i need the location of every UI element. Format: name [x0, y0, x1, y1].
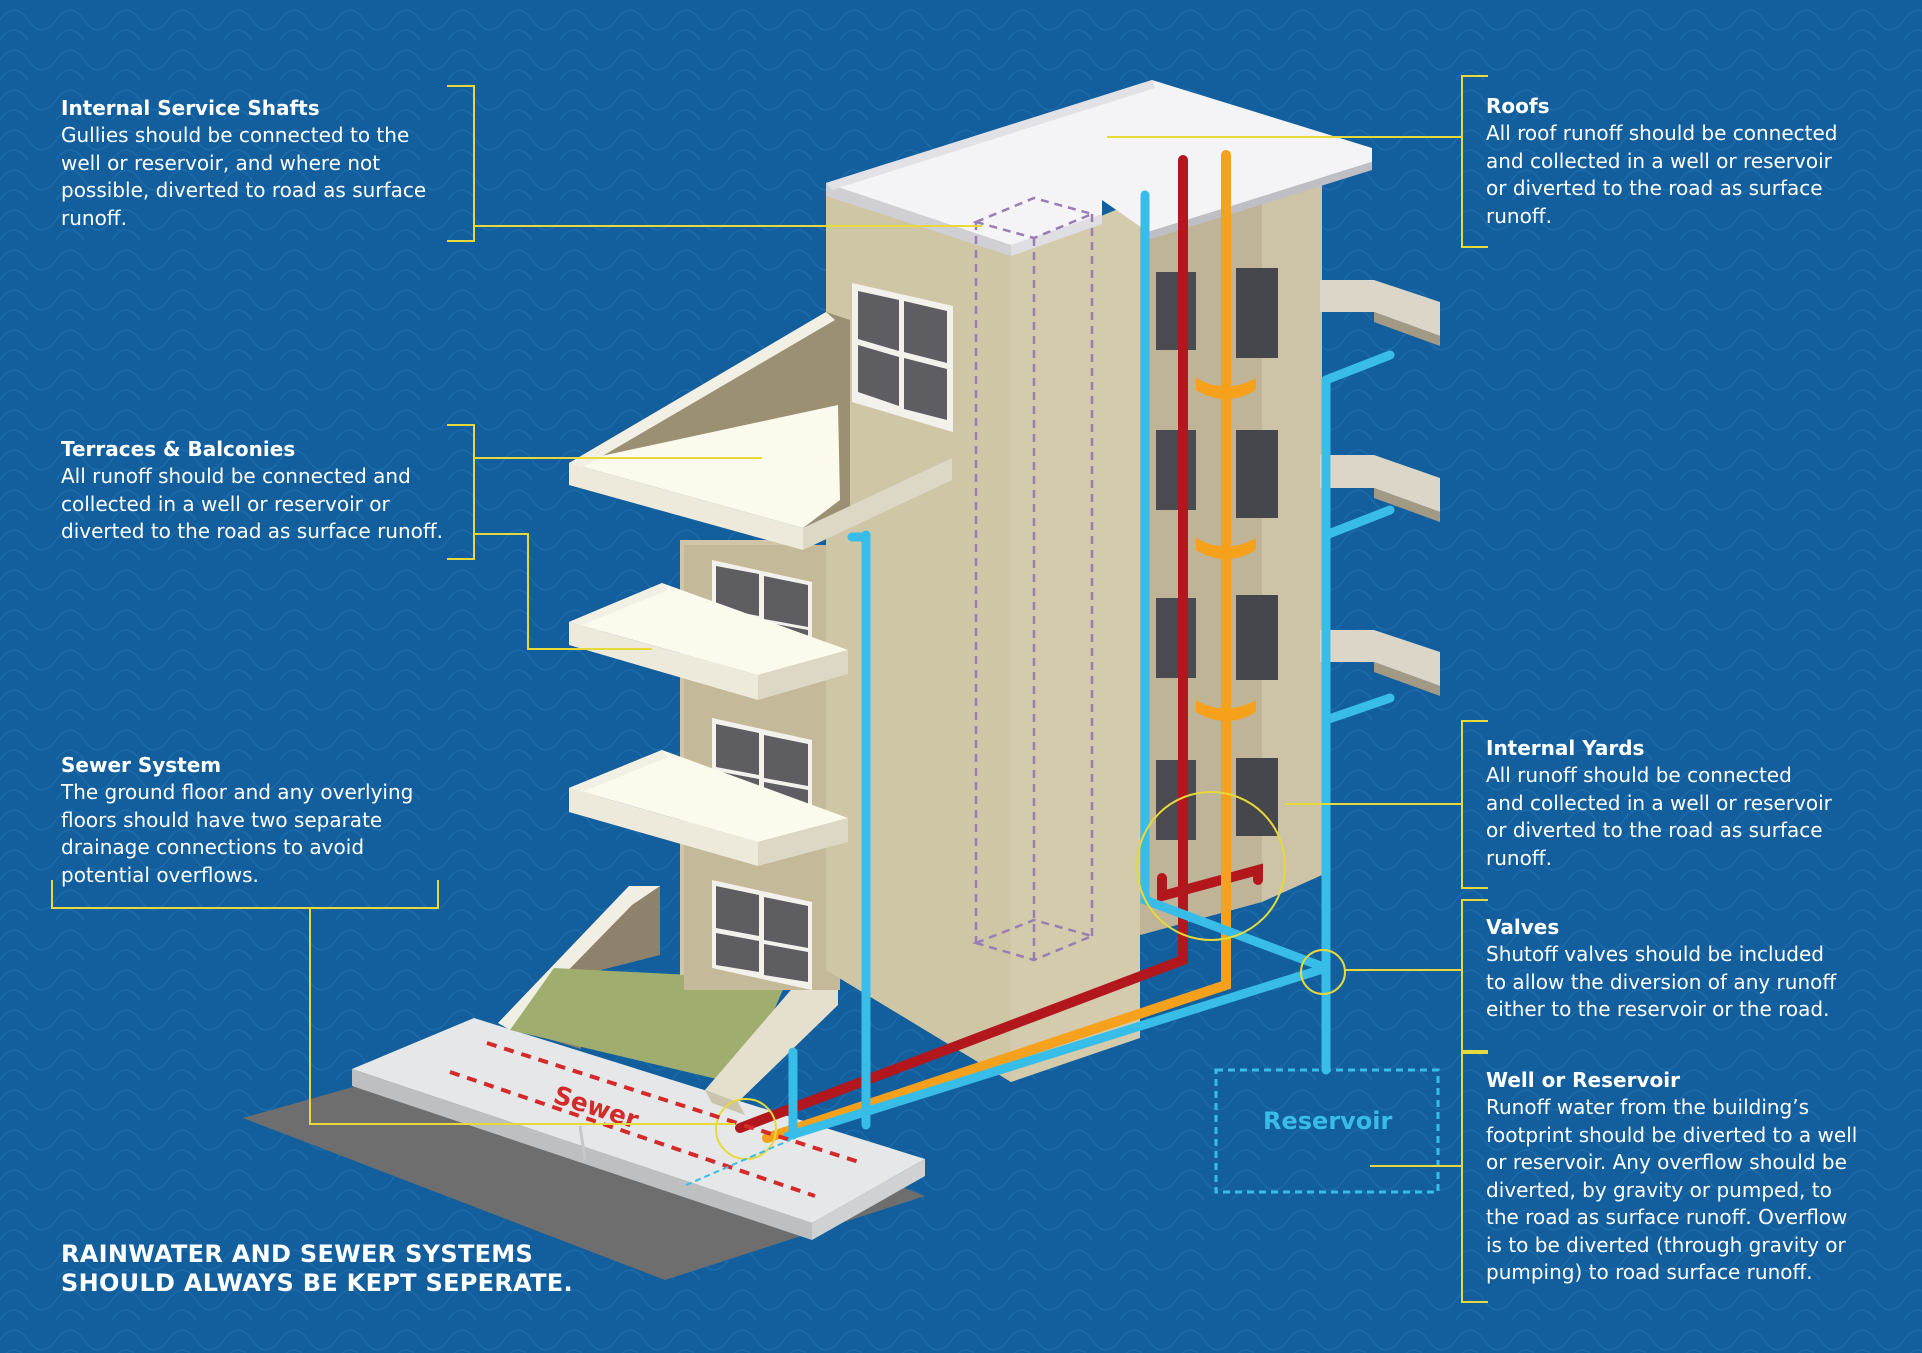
callout-line: diverted to the road as surface runoff. — [61, 519, 444, 543]
callout-line: pumping) to road surface runoff. — [1486, 1260, 1813, 1284]
sewer-dashed-lines — [449, 1041, 863, 1198]
balcony-2 — [569, 750, 848, 866]
callout-line: All runoff should be connected and — [61, 464, 411, 488]
callout-title: Sewer System — [61, 753, 222, 777]
callout-line: drainage connections to avoid — [61, 835, 365, 859]
callout-line: Shutoff valves should be included — [1486, 942, 1824, 966]
leader-lines — [51, 75, 1488, 1303]
right-windows — [1156, 268, 1278, 840]
callout-line: Runoff water from the building’s — [1486, 1095, 1810, 1119]
callout-line: floors should have two separate — [61, 807, 383, 832]
callout-internal-service-shafts: Internal Service Shafts Gullies should b… — [61, 95, 461, 232]
lawn — [510, 968, 787, 1085]
callout-line: diverted, by gravity or pumped, to — [1486, 1177, 1832, 1202]
footer-line-2: SHOULD ALWAYS BE KEPT SEPERATE. — [61, 1269, 573, 1297]
roof-edge — [826, 183, 1011, 256]
roof-parapet-back — [826, 80, 1155, 190]
callout-title: Internal Service Shafts — [61, 96, 320, 120]
callout-sewer-system: Sewer System The ground floor and any ov… — [61, 752, 461, 889]
callout-line: or reservoir. Any overflow should be — [1486, 1150, 1847, 1174]
reservoir-label: Reservoir — [1263, 1107, 1393, 1135]
callout-line: well or reservoir, and where not — [61, 150, 381, 175]
callout-line: footprint should be diverted to a well — [1486, 1122, 1858, 1147]
callout-title: Terraces & Balconies — [61, 437, 296, 461]
footer-note: RAINWATER AND SEWER SYSTEMS SHOULD ALWAY… — [61, 1240, 573, 1298]
ground-yard-front-edge — [705, 1090, 745, 1115]
sidewalk — [352, 1018, 925, 1240]
roof-top — [826, 80, 1372, 250]
top-terrace — [569, 312, 952, 550]
callout-title: Well or Reservoir — [1486, 1068, 1680, 1092]
callout-line: is to be diverted (through gravity or — [1486, 1232, 1846, 1257]
callout-line: and collected in a well or reservoir — [1486, 790, 1832, 815]
callout-internal-yards: Internal Yards All runoff should be conn… — [1486, 735, 1896, 872]
callout-line: and collected in a well or reservoir — [1486, 148, 1832, 173]
tower-main-face — [1011, 200, 1140, 1082]
callout-well-reservoir: Well or Reservoir Runoff water from the … — [1486, 1067, 1906, 1287]
callout-line: the road as surface runoff. Overflow — [1486, 1205, 1848, 1229]
right-ledges — [1320, 280, 1440, 696]
orange-fittings — [1196, 378, 1256, 721]
callout-line: potential overflows. — [61, 862, 259, 887]
callout-line: or diverted to the road as surface — [1486, 818, 1823, 842]
callout-title: Valves — [1486, 915, 1560, 939]
callout-terraces-balconies: Terraces & Balconies All runoff should b… — [61, 436, 461, 546]
rainwater-dashed-line — [685, 1139, 791, 1186]
rainwater-pipes — [783, 190, 1395, 1141]
balcony-1 — [569, 583, 848, 700]
callout-line: All runoff should be connected — [1486, 763, 1792, 787]
upper-window — [852, 283, 953, 432]
sewer-pipe-red — [735, 155, 1263, 1133]
callout-title: Roofs — [1486, 94, 1550, 118]
callout-line: runoff. — [1486, 845, 1552, 870]
callout-line: possible, diverted to road as surface — [61, 178, 427, 202]
callout-line: to allow the diversion of any runoff — [1486, 969, 1837, 994]
callout-line: either to the reservoir or the road. — [1486, 997, 1830, 1021]
sewer-pipe-orange — [762, 150, 1231, 1143]
callout-line: All roof runoff should be connected — [1486, 121, 1838, 145]
callout-line: collected in a well or reservoir or — [61, 491, 390, 516]
callout-title: Internal Yards — [1486, 736, 1645, 760]
callout-roofs: Roofs All roof runoff should be connecte… — [1486, 93, 1896, 230]
callout-line: The ground floor and any overlying — [61, 780, 414, 804]
footer-line-1: RAINWATER AND SEWER SYSTEMS — [61, 1240, 534, 1268]
callout-line: runoff. — [1486, 203, 1552, 228]
reservoir-box — [1214, 1068, 1440, 1194]
callout-line: or diverted to the road as surface — [1486, 176, 1823, 200]
callout-valves: Valves Shutoff valves should be included… — [1486, 914, 1896, 1024]
callout-line: Gullies should be connected to the — [61, 123, 410, 147]
callout-line: runoff. — [61, 205, 127, 230]
ground-yard-front — [705, 970, 838, 1102]
roof-parapet-right — [1148, 162, 1372, 240]
